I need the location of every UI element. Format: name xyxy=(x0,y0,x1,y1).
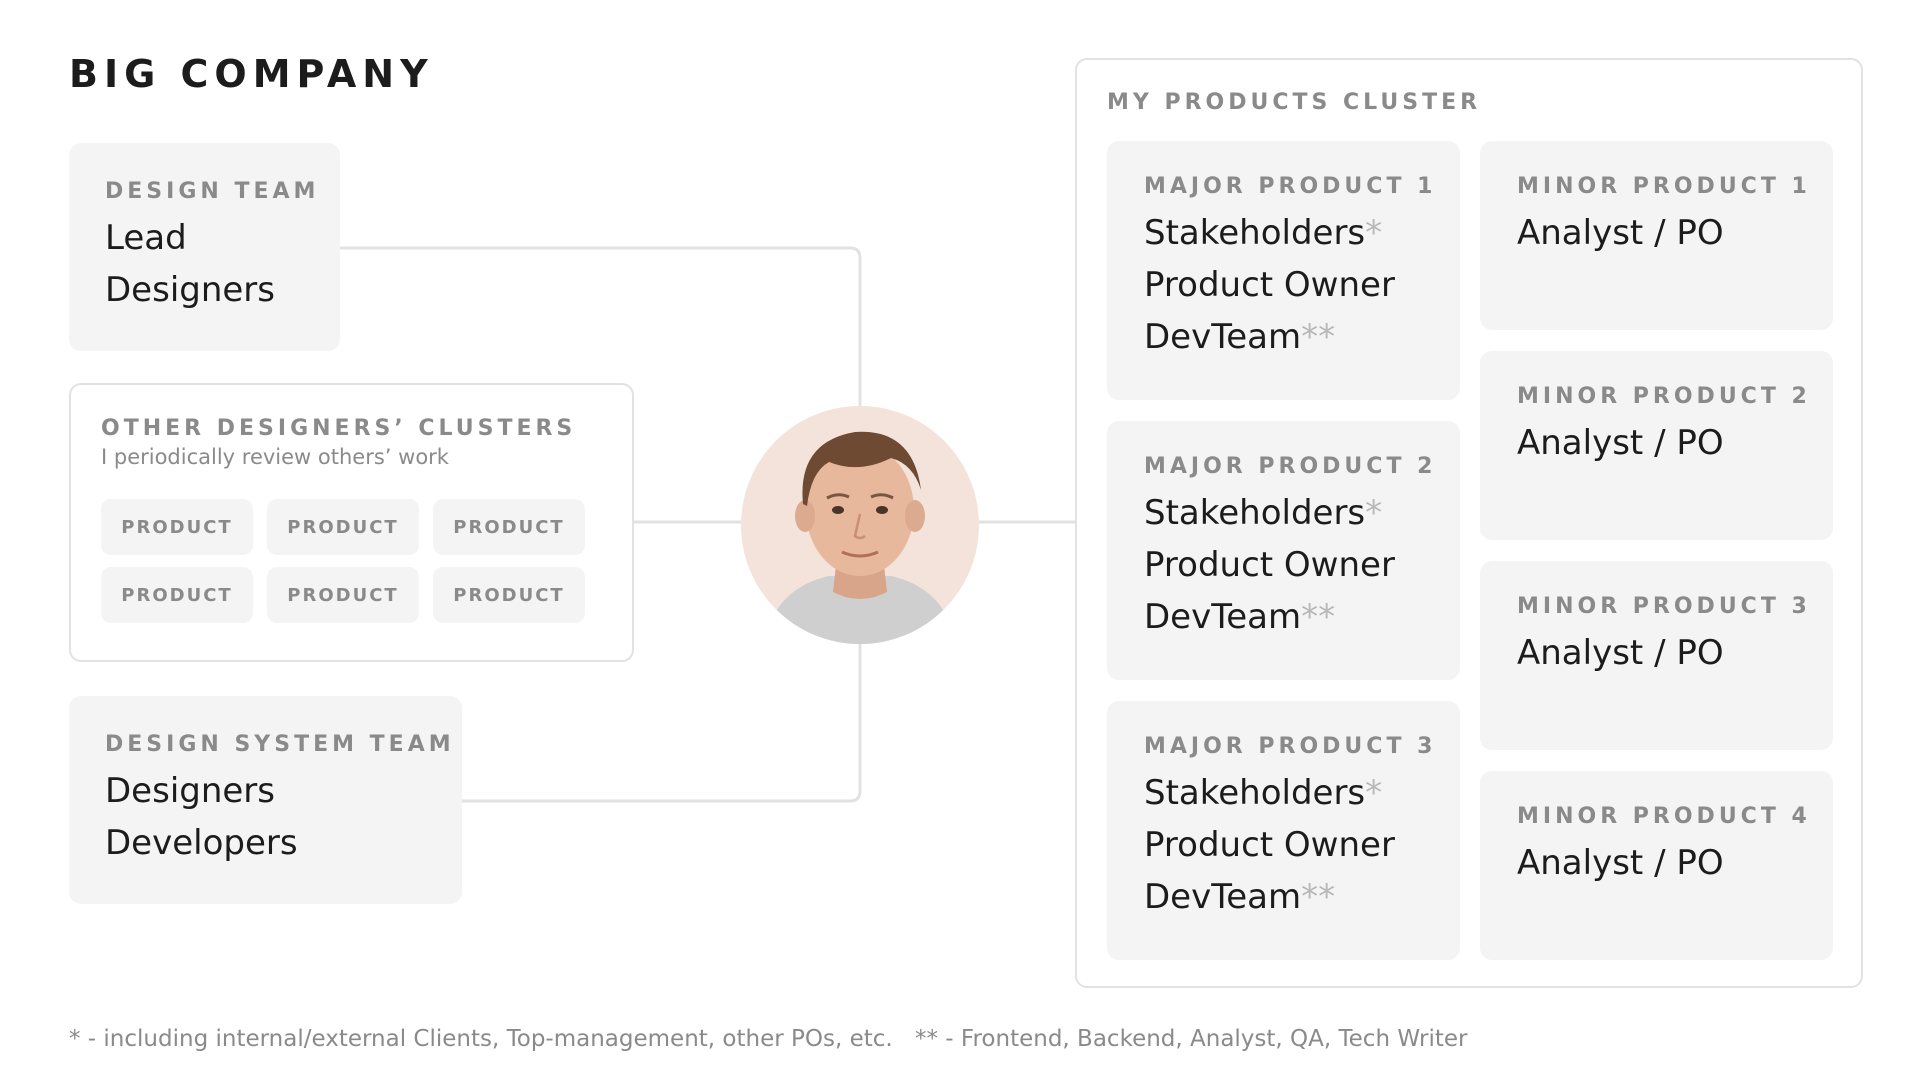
design-system-team-card: DESIGN SYSTEM TEAM Designers Developers xyxy=(69,696,462,904)
my-products-cluster-label: MY PRODUCTS CLUSTER xyxy=(1107,90,1482,115)
avatar xyxy=(741,406,979,644)
minor-product-label: MINOR PRODUCT 2 xyxy=(1517,384,1811,409)
product-chip: PRODUCT xyxy=(433,567,585,623)
major-product-card: MAJOR PRODUCT 1 Stakeholders* Product Ow… xyxy=(1107,141,1460,400)
footnote-stakeholders: * - including internal/external Clients,… xyxy=(69,1026,893,1052)
major-product-card: MAJOR PRODUCT 3 Stakeholders* Product Ow… xyxy=(1107,701,1460,960)
devteam-text: DevTeam xyxy=(1144,597,1302,637)
footnote-mark: * xyxy=(1365,773,1383,813)
footnote-mark: ** xyxy=(1301,597,1336,637)
product-owner-text: Product Owner xyxy=(1144,825,1395,865)
product-chip: PRODUCT xyxy=(101,499,253,555)
person-avatar-icon xyxy=(763,431,957,644)
major-product-label: MAJOR PRODUCT 2 xyxy=(1144,454,1437,479)
minor-product-card: MINOR PRODUCT 3 Analyst / PO xyxy=(1480,561,1833,750)
analyst-po-text: Analyst / PO xyxy=(1517,213,1724,253)
design-system-team-line: Designers xyxy=(105,771,275,811)
product-owner-text: Product Owner xyxy=(1144,265,1395,305)
design-team-card: DESIGN TEAM Lead Designers xyxy=(69,143,340,351)
product-chip-grid: PRODUCT PRODUCT PRODUCT PRODUCT PRODUCT … xyxy=(101,499,632,623)
other-clusters-subtitle: I periodically review others’ work xyxy=(101,445,449,469)
minor-product-label: MINOR PRODUCT 1 xyxy=(1517,174,1811,199)
major-product-label: MAJOR PRODUCT 3 xyxy=(1144,734,1437,759)
page-title: BIG COMPANY xyxy=(69,52,434,96)
footnote-devteam: ** - Frontend, Backend, Analyst, QA, Tec… xyxy=(915,1026,1468,1052)
product-chip: PRODUCT xyxy=(267,567,419,623)
footnote-mark: * xyxy=(1365,493,1383,533)
devteam-text: DevTeam xyxy=(1144,877,1302,917)
major-product-card: MAJOR PRODUCT 2 Stakeholders* Product Ow… xyxy=(1107,421,1460,680)
minor-product-card: MINOR PRODUCT 2 Analyst / PO xyxy=(1480,351,1833,540)
stakeholders-text: Stakeholders xyxy=(1144,213,1366,253)
minor-product-card: MINOR PRODUCT 1 Analyst / PO xyxy=(1480,141,1833,330)
product-chip: PRODUCT xyxy=(101,567,253,623)
design-team-line: Designers xyxy=(105,270,275,310)
major-product-label: MAJOR PRODUCT 1 xyxy=(1144,174,1437,199)
footnote-mark: * xyxy=(1365,213,1383,253)
analyst-po-text: Analyst / PO xyxy=(1517,423,1724,463)
other-clusters-label: OTHER DESIGNERS’ CLUSTERS xyxy=(101,416,577,441)
design-system-team-label: DESIGN SYSTEM TEAM xyxy=(105,732,455,757)
analyst-po-text: Analyst / PO xyxy=(1517,633,1724,673)
footnote-mark: ** xyxy=(1301,317,1336,357)
product-chip: PRODUCT xyxy=(433,499,585,555)
connector-design-system xyxy=(462,644,862,803)
design-system-team-line: Developers xyxy=(105,823,298,863)
product-chip: PRODUCT xyxy=(267,499,419,555)
analyst-po-text: Analyst / PO xyxy=(1517,843,1724,883)
design-team-label: DESIGN TEAM xyxy=(105,179,320,204)
connector-design-team xyxy=(340,246,862,406)
product-owner-text: Product Owner xyxy=(1144,545,1395,585)
minor-product-label: MINOR PRODUCT 4 xyxy=(1517,804,1811,829)
footnote-mark: ** xyxy=(1301,877,1336,917)
stakeholders-text: Stakeholders xyxy=(1144,493,1366,533)
minor-product-card: MINOR PRODUCT 4 Analyst / PO xyxy=(1480,771,1833,960)
other-clusters-box: OTHER DESIGNERS’ CLUSTERS I periodically… xyxy=(69,383,634,662)
minor-product-label: MINOR PRODUCT 3 xyxy=(1517,594,1811,619)
devteam-text: DevTeam xyxy=(1144,317,1302,357)
stakeholders-text: Stakeholders xyxy=(1144,773,1366,813)
design-team-line: Lead xyxy=(105,218,187,258)
my-products-cluster-box: MY PRODUCTS CLUSTER MAJOR PRODUCT 1 Stak… xyxy=(1075,58,1863,988)
